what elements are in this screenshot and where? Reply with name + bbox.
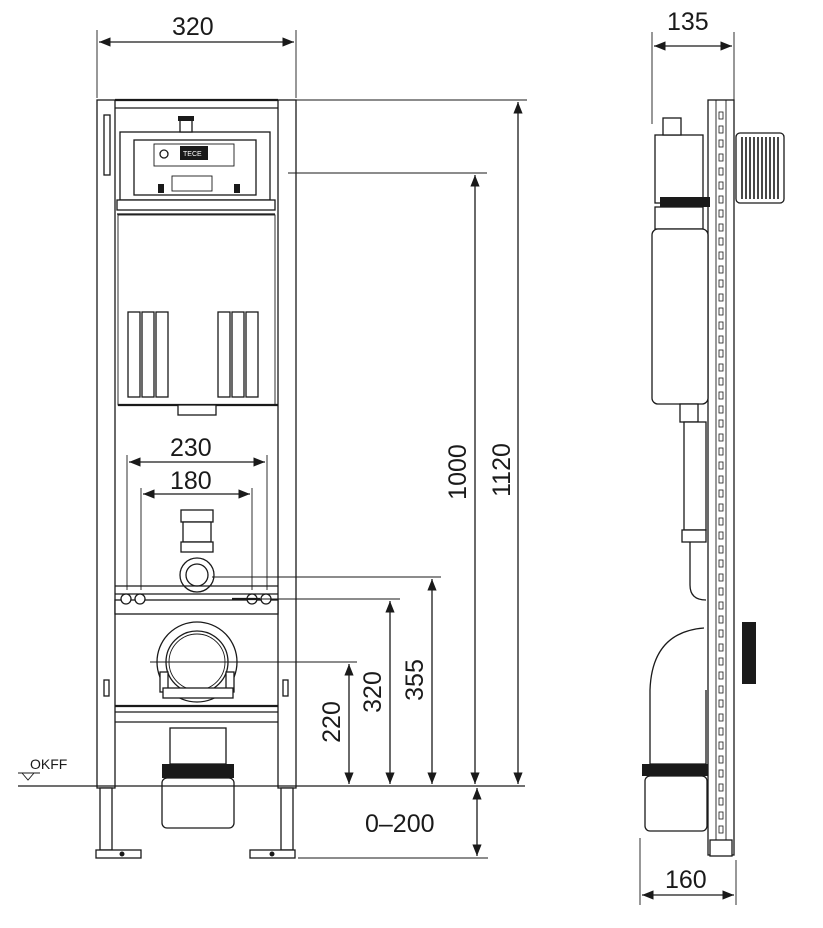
rail-hole — [718, 657, 724, 666]
rail-hole — [718, 419, 724, 428]
dim-depth-135: 135 — [651, 8, 735, 124]
brand-label: TECE — [183, 151, 202, 158]
dim-width-label: 320 — [172, 13, 214, 41]
rail-hole — [718, 377, 724, 386]
dim-inner-spacing-label: 180 — [170, 467, 212, 495]
dim-height-355: 355 — [212, 576, 441, 784]
rail-hole — [718, 489, 724, 498]
dim-leg-adjust: 0–200 — [298, 788, 488, 859]
rail-hole — [718, 251, 724, 260]
cistern-control-box: TECE — [116, 116, 276, 215]
dim-bolt-spacing-230: 230 — [126, 434, 268, 590]
rail-hole — [718, 265, 724, 274]
rail-hole — [718, 237, 724, 246]
rail-hole — [718, 167, 724, 176]
rail-hole — [718, 181, 724, 190]
rail-hole — [718, 629, 724, 638]
rail-hole — [718, 111, 724, 120]
drain-elbow-front — [161, 727, 235, 829]
rail-hole — [718, 447, 724, 456]
rail-holes — [718, 111, 724, 848]
drain-outlet — [115, 621, 278, 723]
rail-hole — [718, 587, 724, 596]
rail-hole — [718, 643, 724, 652]
cistern-body — [117, 214, 278, 416]
rail-hole — [718, 671, 724, 680]
dim-leg-adjust-label: 0–200 — [365, 810, 435, 838]
rail-hole — [718, 545, 724, 554]
dim-height-320-label: 320 — [359, 671, 387, 713]
dim-height-1120: 1120 — [296, 99, 527, 784]
dim-height-1000: 1000 — [288, 172, 487, 784]
rail-hole — [718, 517, 724, 526]
mounting-bar — [114, 585, 279, 615]
rail-hole — [718, 363, 724, 372]
dim-inner-spacing-180: 180 — [140, 467, 253, 590]
dim-depth-bottom-label: 160 — [665, 866, 707, 894]
rail-hole — [718, 685, 724, 694]
pad-hatching — [741, 137, 779, 199]
frame-rails — [96, 98, 297, 789]
rail-hole — [718, 307, 724, 316]
dim-height-355-label: 355 — [401, 659, 429, 701]
rail-hole — [718, 699, 724, 708]
rail-hole — [718, 531, 724, 540]
rail-hole — [718, 153, 724, 162]
dim-height-1000-label: 1000 — [444, 444, 472, 500]
rail-hole — [718, 503, 724, 512]
rail-hole — [718, 783, 724, 792]
floor-line: OKFF — [18, 756, 525, 787]
side-drain-elbow — [642, 542, 756, 857]
flush-pipe — [179, 509, 215, 593]
rail-hole — [718, 797, 724, 806]
rail-hole — [718, 559, 724, 568]
front-view: TECE — [18, 13, 527, 859]
side-rail — [707, 99, 735, 856]
dim-depth-top-label: 135 — [667, 8, 709, 36]
rail-hole — [718, 209, 724, 218]
rail-hole — [718, 573, 724, 582]
rail-hole — [718, 139, 724, 148]
rail-hole — [718, 727, 724, 736]
rail-hole — [718, 615, 724, 624]
rail-hole — [718, 461, 724, 470]
floor-label: OKFF — [30, 756, 67, 772]
dim-width-320: 320 — [96, 13, 297, 98]
dim-bolt-spacing-label: 230 — [170, 434, 212, 462]
dim-height-220: 220 — [150, 661, 357, 784]
rail-hole — [718, 321, 724, 330]
rail-hole — [718, 405, 724, 414]
rail-hole — [718, 769, 724, 778]
rail-hole — [718, 713, 724, 722]
side-cistern — [651, 117, 710, 543]
rail-hole — [718, 811, 724, 820]
rail-hole — [718, 825, 724, 834]
rail-hole — [718, 223, 724, 232]
dim-depth-160: 160 — [639, 838, 737, 905]
dim-height-1120-label: 1120 — [488, 443, 516, 497]
rail-hole — [718, 335, 724, 344]
rail-hole — [718, 433, 724, 442]
rail-hole — [718, 741, 724, 750]
rail-hole — [718, 391, 724, 400]
side-insulation-pad — [735, 132, 785, 204]
rail-hole — [718, 293, 724, 302]
dim-height-320: 320 — [258, 598, 400, 784]
rail-hole — [718, 279, 724, 288]
dim-height-220-label: 220 — [318, 701, 346, 743]
rail-hole — [718, 125, 724, 134]
rail-hole — [718, 601, 724, 610]
rail-hole — [718, 349, 724, 358]
rail-hole — [718, 475, 724, 484]
side-view: 135 160 — [639, 8, 785, 905]
frame-legs — [95, 787, 296, 859]
rail-hole — [718, 195, 724, 204]
rail-hole — [718, 755, 724, 764]
